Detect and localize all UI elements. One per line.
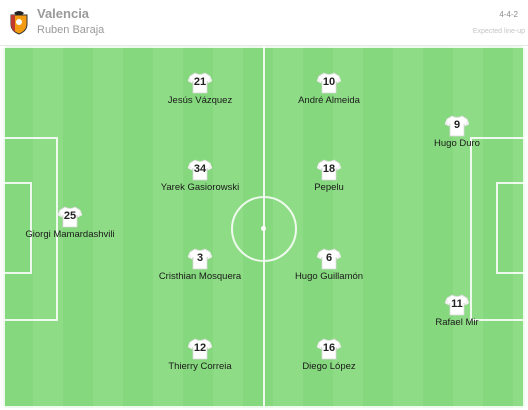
center-spot [261, 226, 266, 231]
jersey-icon: 9 [445, 115, 469, 137]
player-name: Giorgi Mamardashvili [25, 229, 115, 240]
pitch-right-line [523, 46, 525, 408]
right-goal-area [496, 182, 525, 274]
jersey-number: 21 [193, 76, 207, 88]
jersey-icon: 11 [445, 294, 469, 316]
jersey-icon: 6 [317, 248, 341, 270]
jersey-number: 12 [193, 342, 207, 354]
center-circle [231, 196, 297, 262]
jersey-number: 34 [193, 163, 207, 175]
player-name: Rafael Mir [435, 317, 479, 328]
valencia-bat-crest-icon [10, 11, 28, 35]
player-name: Diego López [302, 361, 356, 372]
player-name: Cristhian Mosquera [158, 271, 242, 282]
jersey-icon: 16 [317, 338, 341, 360]
coach-name: Ruben Baraja [37, 24, 105, 36]
jersey-icon: 3 [188, 248, 212, 270]
jersey-number: 18 [322, 163, 336, 175]
jersey-number: 9 [453, 119, 461, 131]
player-name: Pepelu [314, 182, 344, 193]
player-name: Hugo Guillamón [294, 271, 364, 282]
jersey-icon: 18 [317, 159, 341, 181]
team-header: Valencia Ruben Baraja 4-4-2 Expected lin… [0, 0, 528, 46]
lineup-note: Expected line-up [472, 28, 525, 35]
jersey-icon: 25 [58, 206, 82, 228]
jersey-icon: 34 [188, 159, 212, 181]
jersey-icon: 12 [188, 338, 212, 360]
formation-label: 4-4-2 [499, 10, 518, 19]
player-name: Jesús Vázquez [167, 95, 233, 106]
player-name: Hugo Duro [434, 138, 480, 149]
right-penalty-area [470, 137, 525, 321]
jersey-number: 6 [325, 252, 333, 264]
jersey-number: 10 [322, 76, 336, 88]
jersey-number: 3 [196, 252, 204, 264]
jersey-number: 25 [63, 210, 77, 222]
player-name: André Almeida [298, 95, 360, 106]
left-penalty-area [3, 137, 58, 321]
jersey-icon: 21 [188, 72, 212, 94]
team-name[interactable]: Valencia [37, 6, 90, 21]
jersey-number: 16 [322, 342, 336, 354]
left-goal-area [3, 182, 32, 274]
player-name: Thierry Correia [168, 361, 232, 372]
pitch-left-line [3, 46, 5, 408]
player-name: Yarek Gasiorowski [160, 182, 240, 193]
jersey-icon: 10 [317, 72, 341, 94]
jersey-number: 11 [451, 298, 463, 310]
